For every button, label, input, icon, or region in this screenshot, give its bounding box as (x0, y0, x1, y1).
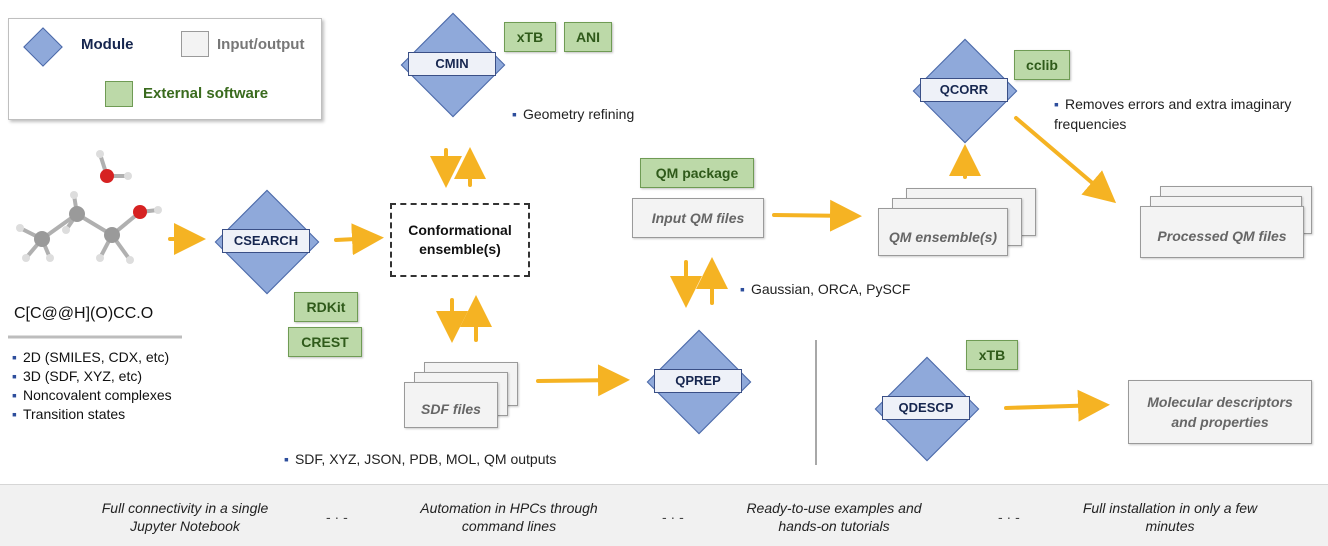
module-qcorr[interactable]: QCORR (912, 38, 1018, 144)
software-xtb-2: xTB (966, 340, 1018, 370)
footer-item-automation: Automation in HPCs through command lines (420, 500, 598, 534)
footer-separator: - · - (662, 509, 684, 525)
module-label: QPREP (654, 369, 742, 393)
input-types-list: ▪2D (SMILES, CDX, etc) ▪3D (SDF, XYZ, et… (12, 348, 172, 424)
legend-io-label: Input/output (217, 36, 305, 53)
list-item: ▪Transition states (12, 406, 126, 422)
software-cclib: cclib (1014, 50, 1070, 80)
descriptors-box: Molecular descriptors and properties (1128, 380, 1312, 444)
input-qm-label: Input QM files (651, 210, 745, 226)
arrow-qdescp-descriptors (1004, 389, 1110, 422)
note-removes: ▪Removes errors and extra imaginary freq… (1054, 96, 1292, 132)
processed-qm-label: Processed QM files (1157, 228, 1287, 244)
list-item: ▪2D (SMILES, CDX, etc) (12, 349, 170, 365)
sdf-files-label: SDF files (421, 401, 481, 417)
footer-bar: Full connectivity in a single Jupyter No… (0, 484, 1328, 546)
qm-ensemble-box: QM ensemble(s) (878, 208, 1008, 256)
software-ani: ANI (564, 22, 612, 52)
legend-external-icon (105, 81, 133, 107)
software-crest: CREST (288, 327, 362, 357)
legend-io-icon (181, 31, 209, 57)
module-label: CMIN (408, 52, 496, 76)
conformational-ensemble-box: Conformational ensemble(s) (390, 203, 530, 277)
legend-module-label: Module (81, 36, 134, 53)
molecule-image (10, 140, 170, 280)
module-label: CSEARCH (222, 229, 310, 253)
module-qdescp[interactable]: QDESCP (874, 356, 980, 462)
qm-ensemble-label: QM ensemble(s) (888, 229, 998, 245)
software-rdkit: RDKit (294, 292, 358, 322)
sdf-files-box: SDF files (404, 382, 498, 428)
processed-qm-box: Processed QM files (1140, 206, 1304, 258)
module-qprep[interactable]: QPREP (646, 329, 752, 435)
footer-separator: - · - (998, 509, 1020, 525)
arrow-sdf-qprep (536, 364, 630, 397)
list-item: ▪Noncovalent complexes (12, 387, 172, 403)
note-gaussian: ▪Gaussian, ORCA, PySCF (740, 281, 911, 297)
legend-module-icon (23, 27, 63, 67)
note-sdf-formats: ▪SDF, XYZ, JSON, PDB, MOL, QM outputs (284, 451, 557, 467)
footer-item-examples: Ready-to-use examples and hands-on tutor… (746, 500, 922, 534)
software-xtb: xTB (504, 22, 556, 52)
footer-separator: - · - (326, 509, 348, 525)
module-label: QCORR (920, 78, 1008, 102)
input-qm-files-box: Input QM files (632, 198, 764, 238)
footer-item-connectivity: Full connectivity in a single Jupyter No… (101, 500, 269, 534)
molecule-bonds (16, 150, 162, 264)
module-cmin[interactable]: CMIN (400, 12, 506, 118)
arrow-csearch-conformers (334, 223, 384, 256)
list-item: ▪3D (SDF, XYZ, etc) (12, 368, 142, 384)
arrow-qcorr-processed (1014, 116, 1117, 204)
smiles-text: C[C@@H](O)CC.O (14, 305, 154, 322)
module-csearch[interactable]: CSEARCH (214, 189, 320, 295)
software-qm-package: QM package (640, 158, 754, 188)
footer-item-installation: Full installation in only a few minutes (1082, 500, 1258, 534)
conformational-label: Conformational ensemble(s) (408, 222, 512, 257)
legend-external-label: External software (143, 85, 269, 102)
arrow-input-qmensemble (772, 199, 862, 232)
legend: Module Input/output External software (8, 18, 322, 120)
module-label: QDESCP (882, 396, 970, 420)
note-geometry: ▪Geometry refining (512, 106, 635, 122)
descriptors-label: Molecular descriptors and properties (1147, 394, 1293, 430)
